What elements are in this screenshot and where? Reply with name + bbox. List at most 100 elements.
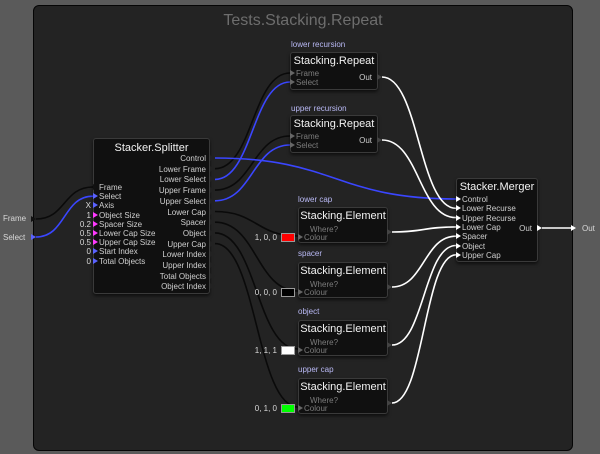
element-title: Stacking.Element — [300, 210, 386, 222]
merger-input-pin[interactable] — [456, 223, 461, 230]
splitter-input-value: 0.5 — [79, 238, 91, 248]
splitter-input-pin[interactable] — [93, 202, 98, 209]
repeat-upper-node[interactable]: Stacking.Repeat — [290, 115, 378, 153]
splitter-input-label: Upper Cap Size — [99, 238, 156, 248]
element-node[interactable]: Stacking.Element — [298, 207, 388, 243]
repeat-input-pin[interactable] — [290, 78, 295, 85]
merger-input-pin[interactable] — [456, 205, 461, 212]
splitter-output-pin[interactable] — [210, 251, 215, 258]
element-colour-label: Colour — [304, 288, 328, 297]
splitter-input-pin[interactable] — [93, 239, 98, 246]
splitter-output-label: Lower Index — [162, 250, 206, 260]
splitter-input-pin[interactable] — [93, 193, 98, 200]
splitter-output-pin[interactable] — [210, 262, 215, 268]
splitter-output-pin[interactable] — [210, 229, 215, 236]
splitter-input-pin[interactable] — [93, 230, 98, 236]
element-node[interactable]: Stacking.Element — [298, 378, 388, 414]
splitter-output-pin[interactable] — [210, 187, 215, 194]
splitter-output-pin[interactable] — [210, 197, 215, 204]
element-colour-swatch[interactable] — [281, 346, 295, 355]
splitter-output-label: Total Objects — [159, 271, 206, 281]
splitter-input-label: Lower Cap Size — [99, 229, 156, 238]
merger-input-label: Upper Cap — [462, 250, 501, 260]
label-upper-recursion: upper recursion — [291, 104, 347, 113]
splitter-output-pin[interactable] — [210, 176, 215, 183]
repeat-upper-title: Stacking.Repeat — [293, 118, 375, 130]
splitter-output-label: Upper Cap — [167, 239, 206, 249]
merger-input-pin[interactable] — [456, 196, 461, 202]
splitter-output-label: Object — [182, 228, 206, 238]
element-output-pin[interactable] — [387, 342, 392, 348]
splitter-input-value: 0.2 — [79, 219, 91, 229]
splitter-output-label: Lower Select — [159, 175, 206, 185]
splitter-output-label: Upper Index — [162, 261, 206, 270]
external-out-label: Out — [582, 224, 595, 233]
merger-title: Stacker.Merger — [459, 181, 535, 193]
repeat-input-pin[interactable] — [290, 70, 295, 76]
repeat-output-pin[interactable] — [377, 137, 382, 143]
label-object: object — [298, 307, 320, 316]
element-title: Stacking.Element — [300, 323, 386, 335]
repeat-input-pin[interactable] — [290, 141, 295, 148]
splitter-input-pin[interactable] — [93, 211, 98, 218]
repeat-input-label: Frame — [296, 132, 320, 141]
external-frame-label: Frame — [3, 214, 27, 223]
external-frame-pin[interactable] — [31, 216, 36, 222]
merger-input-label: Upper Recurse — [462, 213, 516, 223]
merger-input-pin[interactable] — [456, 251, 461, 258]
element-output-pin[interactable] — [387, 229, 392, 235]
element-colour-pin[interactable] — [298, 234, 303, 240]
element-node[interactable]: Stacking.Element — [298, 320, 388, 356]
splitter-title: Stacker.Splitter — [114, 142, 189, 154]
splitter-output-label: Upper Frame — [158, 186, 206, 196]
element-colour-swatch[interactable] — [281, 288, 295, 297]
splitter-input-pin[interactable] — [93, 248, 98, 255]
repeat-lower-node[interactable]: Stacking.Repeat — [290, 52, 378, 90]
label-upper-cap: upper cap — [298, 365, 334, 374]
splitter-input-label: Select — [99, 192, 122, 202]
label-lower-cap: lower cap — [298, 195, 333, 204]
merger-input-pin[interactable] — [456, 214, 461, 221]
splitter-output-pin[interactable] — [210, 165, 215, 172]
splitter-output-pin[interactable] — [210, 283, 215, 290]
element-colour-label: Colour — [304, 346, 328, 355]
element-output-pin[interactable] — [387, 400, 392, 406]
splitter-input-pin[interactable] — [93, 220, 98, 227]
merger-node[interactable]: Stacker.Merger — [456, 178, 538, 262]
splitter-node[interactable]: Stacker.Splitter — [93, 138, 210, 294]
element-colour-pin[interactable] — [298, 289, 303, 295]
element-colour-value: 0, 0, 0 — [254, 288, 277, 297]
splitter-input-pin[interactable] — [93, 184, 98, 190]
splitter-input-label: Spacer Size — [99, 219, 143, 229]
merger-output-label: Out — [519, 224, 532, 233]
splitter-output-label: Object Index — [161, 282, 206, 292]
repeat-input-label: Select — [296, 77, 319, 87]
external-out-pin[interactable] — [571, 225, 576, 231]
merger-input-pin[interactable] — [456, 242, 461, 249]
splitter-input-value: X — [85, 201, 91, 211]
splitter-output-pin[interactable] — [210, 240, 215, 247]
splitter-output-pin[interactable] — [210, 155, 215, 161]
element-node[interactable]: Stacking.Element — [298, 262, 388, 298]
merger-input-label: Control — [462, 195, 488, 204]
element-colour-pin[interactable] — [298, 347, 303, 353]
merger-input-label: Object — [462, 241, 486, 251]
element-colour-swatch[interactable] — [281, 233, 295, 242]
splitter-output-pin[interactable] — [210, 208, 215, 215]
splitter-input-value: 0 — [86, 256, 91, 266]
repeat-input-pin[interactable] — [290, 133, 295, 139]
element-where-label: Where? — [310, 280, 339, 289]
element-colour-pin[interactable] — [298, 405, 303, 411]
splitter-output-pin[interactable] — [210, 272, 215, 279]
label-lower-recursion: lower recursion — [291, 40, 346, 49]
repeat-output-pin[interactable] — [377, 74, 382, 80]
repeat-output-label: Out — [359, 136, 372, 145]
merger-input-pin[interactable] — [456, 233, 461, 240]
splitter-output-pin[interactable] — [210, 219, 215, 226]
element-output-pin[interactable] — [387, 284, 392, 290]
merger-output-pin[interactable] — [537, 225, 542, 231]
splitter-input-pin[interactable] — [93, 257, 98, 264]
external-select-pin[interactable] — [31, 234, 36, 240]
element-colour-swatch[interactable] — [281, 404, 295, 413]
repeat-input-label: Select — [296, 140, 319, 150]
